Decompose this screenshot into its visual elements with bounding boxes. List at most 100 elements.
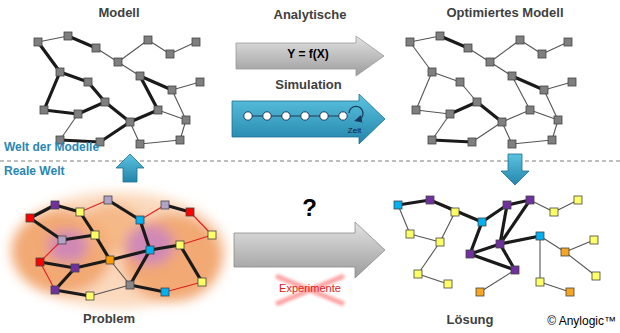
graph-node [64, 32, 72, 40]
graph-node [176, 241, 184, 249]
graph-node [101, 98, 109, 106]
graph-node [104, 196, 112, 204]
graph-edge [410, 36, 440, 42]
graph-node [136, 140, 144, 148]
graph-edge [410, 42, 432, 72]
graph-node [540, 86, 548, 94]
graph-node [414, 270, 422, 278]
graph-node [516, 36, 524, 44]
graph-edge [472, 122, 502, 142]
graph-node [176, 136, 184, 144]
abstraction-arrow [116, 154, 144, 182]
graph-node [538, 50, 546, 58]
world-divider [0, 160, 620, 161]
node-heading: Simulation [275, 78, 341, 93]
graph-node [168, 86, 176, 94]
graph-node [486, 58, 494, 66]
graph-node [144, 36, 152, 44]
graph-node [74, 110, 82, 118]
graph-node [412, 106, 420, 114]
graph-node [34, 38, 42, 46]
graph-edge [490, 40, 520, 62]
graph-node [568, 78, 576, 86]
graph-node [561, 248, 569, 256]
graph-node [161, 288, 169, 296]
graph-edge [416, 72, 432, 110]
graph-edge [565, 252, 596, 276]
graph-node [498, 118, 506, 126]
graph-edge [140, 220, 150, 250]
world-label: Welt der Modelle [4, 141, 99, 155]
graph-node [106, 256, 114, 264]
graph-edge [544, 90, 558, 120]
graph-node [550, 208, 558, 216]
graph-node [71, 264, 79, 272]
graph-edge [430, 200, 482, 222]
graph-node [526, 106, 534, 114]
node-text: Y = f(X) [287, 48, 328, 62]
graph-node [446, 110, 454, 118]
blob [10, 192, 226, 308]
cross-stroke [276, 276, 344, 304]
optimized-model-panel: Optimiertes Modell [395, 4, 615, 154]
graph-node [426, 196, 434, 204]
graph-edge [100, 122, 130, 142]
graph-node [444, 280, 452, 288]
graph-node [428, 68, 436, 76]
time-step [282, 112, 290, 120]
graph-node [508, 140, 516, 148]
graph-node [554, 116, 562, 124]
graph-edge [180, 235, 212, 245]
graph-edge [410, 234, 440, 242]
graph-edge [500, 205, 507, 244]
graph-node [161, 201, 169, 209]
graph-node [126, 118, 134, 126]
graph-edge [44, 72, 60, 110]
time-step [339, 112, 347, 120]
optimized-model-graph [406, 32, 576, 148]
graph-node [456, 78, 464, 86]
graph-edge [398, 200, 430, 205]
world-label: Reale Welt [4, 165, 64, 179]
graph-node [511, 266, 519, 274]
graph-node [126, 281, 134, 289]
graph-node [574, 196, 582, 204]
time-step [263, 112, 271, 120]
graph-edge [38, 42, 60, 72]
graph-edge [40, 262, 75, 268]
graph-edge [44, 110, 78, 114]
graph-node [51, 286, 59, 294]
direct-solution-arrow [234, 222, 385, 278]
graph-node [464, 44, 472, 52]
graph-node [590, 236, 598, 244]
problem-blobs [10, 192, 226, 308]
graph-node [526, 196, 534, 204]
time-chain-line [248, 115, 343, 116]
graph-node [58, 236, 66, 244]
graph-node [436, 238, 444, 246]
simulation-arrow: SimulationZeit [232, 78, 385, 144]
graph-edge [140, 140, 180, 144]
time-step [244, 112, 252, 120]
graph-node [536, 278, 544, 286]
graph-edge [512, 76, 544, 90]
graph-node [566, 288, 574, 296]
graph-edge [118, 40, 148, 62]
graph-node [198, 278, 206, 286]
graph-node [466, 250, 474, 258]
graph-node [136, 216, 144, 224]
node-heading: Optimiertes Modell [446, 6, 563, 21]
problem-panel: Problem [8, 182, 234, 330]
edge-label: ? [302, 194, 317, 222]
graph-node [548, 136, 556, 144]
model-panel: Modell [28, 4, 210, 154]
time-step [301, 112, 309, 120]
graph-node [536, 232, 544, 240]
graph-edge [416, 110, 450, 114]
graph-edge [470, 244, 500, 254]
graph-node [26, 214, 34, 222]
graph-node [428, 136, 436, 144]
graph-edge [130, 285, 165, 292]
graph-node [92, 44, 100, 52]
node-heading: Lösung [447, 313, 494, 328]
